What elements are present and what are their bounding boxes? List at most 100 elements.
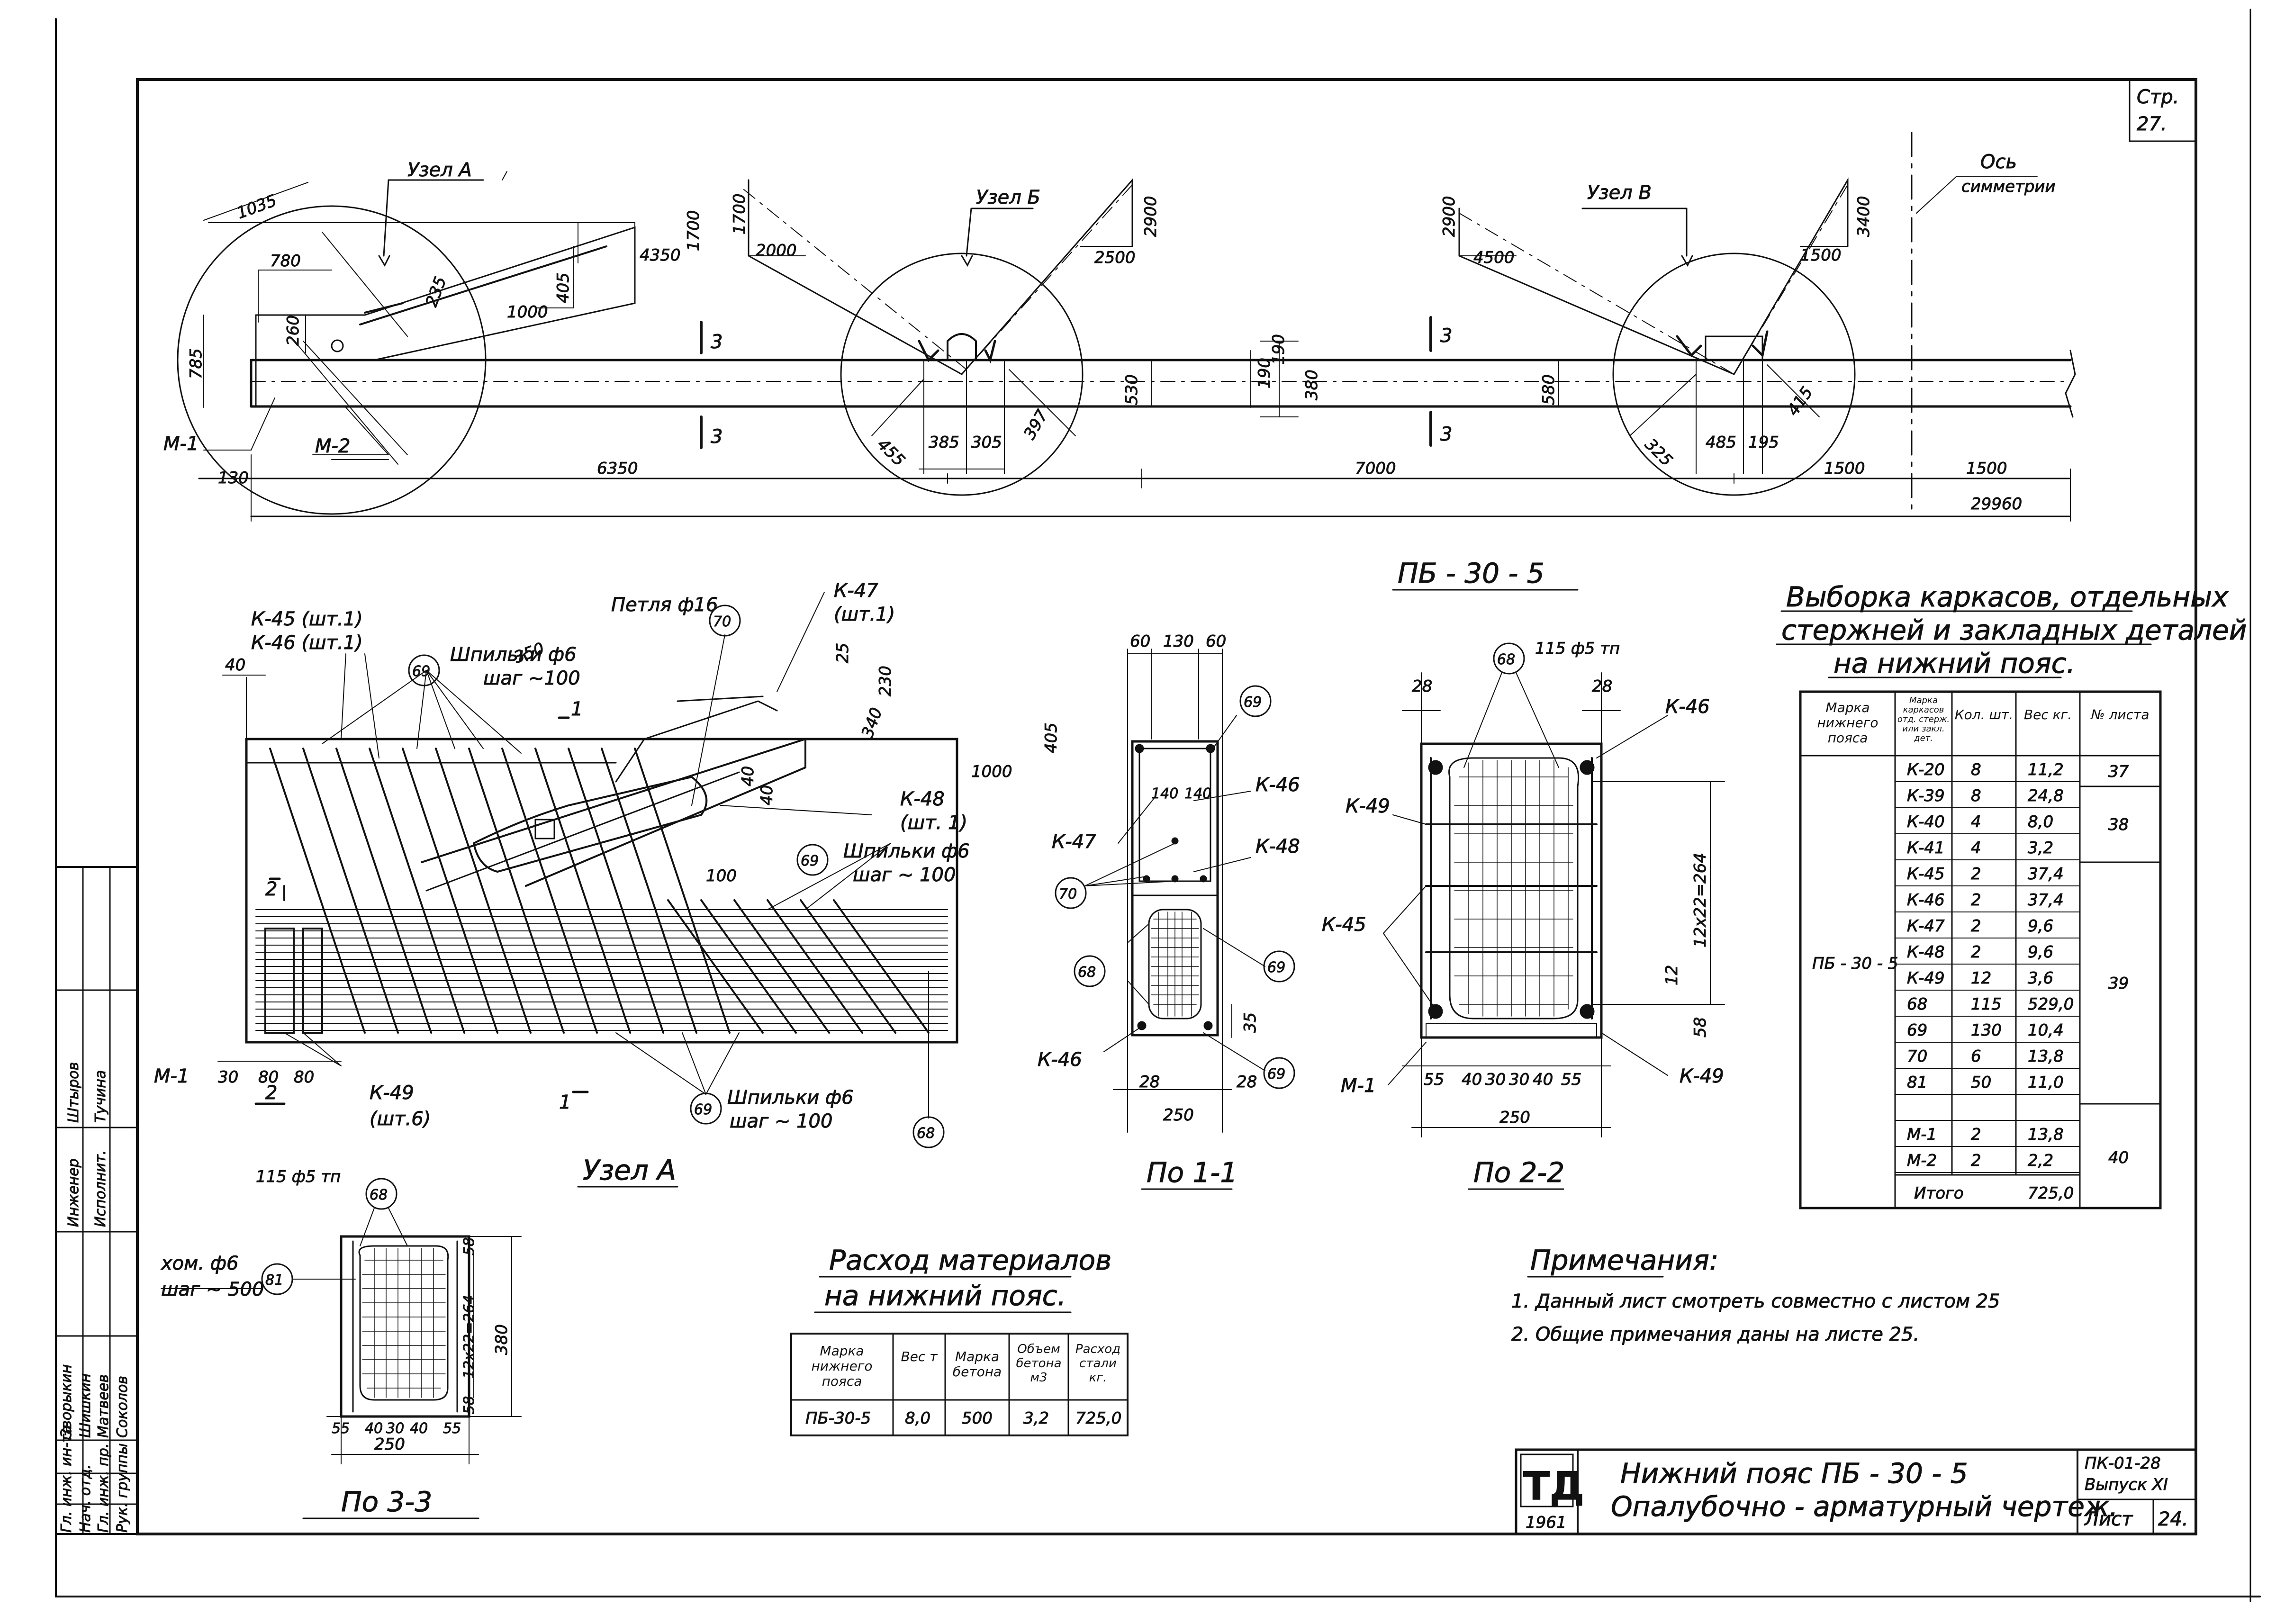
spec-cell-qty: 2 [1971,917,1981,936]
dim-485: 485 [1706,433,1736,452]
dim-1700b: 1700 [730,193,749,235]
pins-2-step: шаг ~ 100 [853,864,956,886]
elevation-labels: Узел А Узел Б Узел В Ось симметрии М-1 М… [163,151,2056,514]
s22-dim-30b: 30 [1509,1070,1529,1089]
spec-cell-weight: 11,0 [2028,1073,2064,1092]
section-3-top-right: 3 [1440,325,1452,347]
s22-dim-vertical: 12х22=264 [1691,853,1710,947]
spec-cell-qty: 8 [1971,760,1981,779]
spec-sheet-37: 37 [2108,762,2129,781]
dim-405: 405 [554,272,573,303]
note-1: 1. Данный лист смотреть совместно с лист… [1511,1290,2000,1312]
side-role-2: Исполнит. [92,1150,109,1227]
dim-325: 325 [1641,435,1676,470]
dim-530: 530 [1122,374,1141,405]
k48-label: К-48 [900,788,945,810]
spec-cell-qty: 130 [1971,1021,2002,1040]
materials-title-2: на нижний пояс. [824,1280,1066,1312]
s11-callout-68: 68 [1078,964,1096,981]
s33-dim-250: 250 [374,1435,405,1454]
s11-k46-bottom: К-46 [1038,1049,1082,1071]
spec-cell-item: М-1 [1907,1125,1937,1144]
s11-dim-28b: 28 [1237,1073,1257,1092]
institute-logo: ТД [1523,1464,1584,1509]
spec-cell-weight: 8,0 [2028,812,2053,831]
s11-k48: К-48 [1255,836,1300,857]
s11-k47: К-47 [1052,831,1096,853]
dim-4500: 4500 [1473,248,1515,267]
s33-callout-81: 81 [265,1272,283,1289]
node-a-title: Узел А [583,1154,676,1186]
dim-580: 580 [1539,374,1558,405]
s33-dim-40a: 40 [365,1420,383,1437]
node-a-dim-30: 30 [218,1068,238,1087]
s11-dim-28a: 28 [1139,1073,1160,1092]
spec-table-text: Выборка каркасов, отдельных стержней и з… [1781,581,2247,1203]
materials-cell-steel: 725,0 [1075,1409,1121,1428]
dim-130: 130 [218,469,249,487]
k49-label: К-49 [370,1082,414,1104]
dim-3400: 3400 [1854,196,1873,237]
section-3-3-title: По 3-3 [341,1486,432,1518]
materials-header-weight: Вес т [901,1349,938,1364]
side-role-6: Рук. группы [114,1443,131,1533]
spec-cell-item: 81 [1907,1073,1927,1092]
s11-k46: К-46 [1255,774,1300,796]
stamp-year: 1961 [1526,1513,1567,1532]
pins-1-step: шаг ~100 [483,668,580,689]
dim-6350: 6350 [597,459,638,478]
materials-header-volume: Объем бетона м3 [1016,1342,1062,1385]
node-a-labels: 69 70 69 69 68 К-45 (шт.1) К-46 (шт.1) Ш… [154,580,1061,1187]
materials-cell-concrete: 500 [962,1409,993,1428]
s33-dim-380: 380 [492,1324,511,1355]
materials-cell-volume: 3,2 [1023,1409,1049,1428]
spec-sheet-40: 40 [2108,1148,2129,1167]
s11-callout-70: 70 [1059,886,1077,902]
side-stamp [55,866,138,1535]
s11-callout-69a: 69 [1244,694,1262,711]
spec-cell-weight: 24,8 [2028,786,2064,805]
spec-cell-qty: 6 [1971,1047,1981,1066]
dim-455: 455 [874,435,909,470]
side-stamp-text: Инженер Штыров Исполнит. Тучина Гл. инж.… [58,1062,131,1533]
s11-callout-69c: 69 [1267,1066,1285,1083]
side-name-4: Шишкин [77,1373,94,1438]
section-3-3 [161,1178,522,1464]
k46-label: К-46 (шт.1) [251,632,363,654]
section-3-bottom-left: 3 [711,426,723,448]
s22-k49-top: К-49 [1346,795,1390,817]
spec-cell-qty: 2 [1971,943,1981,962]
s33-dim-55b: 55 [443,1420,461,1437]
spec-cell-item: К-39 [1907,786,1945,805]
spec-cell-item: К-40 [1907,812,1945,831]
section-1-1 [1055,649,1295,1133]
callout-70-a: 70 [713,614,731,630]
materials-cell-mark: ПБ-30-5 [805,1409,871,1428]
node-a-dim-100: 100 [706,866,737,885]
dim-1000: 1000 [507,303,548,322]
spec-cell-item: К-49 [1907,969,1945,988]
side-name-5: Матвеев [95,1374,112,1438]
s33-dim-55a: 55 [332,1420,350,1437]
node-a-callouts [408,604,945,1148]
spec-cell-weight: 3,6 [2028,969,2053,988]
spec-cell-weight: 9,6 [2028,917,2053,936]
materials-table-text: Расход материалов на нижний пояс. Марка … [805,1244,1122,1428]
s11-dim-60b: 60 [1206,632,1226,651]
spec-cell-qty: 115 [1971,995,2002,1014]
cut-2-bottom: 2 [265,1082,277,1104]
s22-callout-68: 68 [1497,651,1515,668]
dim-1500-b: 1500 [1966,459,2007,478]
spec-cell-item: М-2 [1907,1151,1937,1170]
s33-stirrup-step: шаг ~ 500 [161,1279,264,1300]
drawing-title-line-1: Нижний пояс ПБ - 30 - 5 [1620,1457,1968,1489]
pins-1-label: Шпильки ф6 [450,644,577,666]
dim-780: 780 [270,252,301,271]
truss-chord-elevation [177,132,2076,522]
spec-cell-weight: 13,8 [2028,1047,2064,1066]
spec-table [1776,610,2162,1209]
spec-cell-qty: 12 [1971,969,1991,988]
section-3-top-left: 3 [711,331,723,353]
k47-label: К-47 [834,580,878,602]
s33-dim-40b: 40 [410,1420,428,1437]
